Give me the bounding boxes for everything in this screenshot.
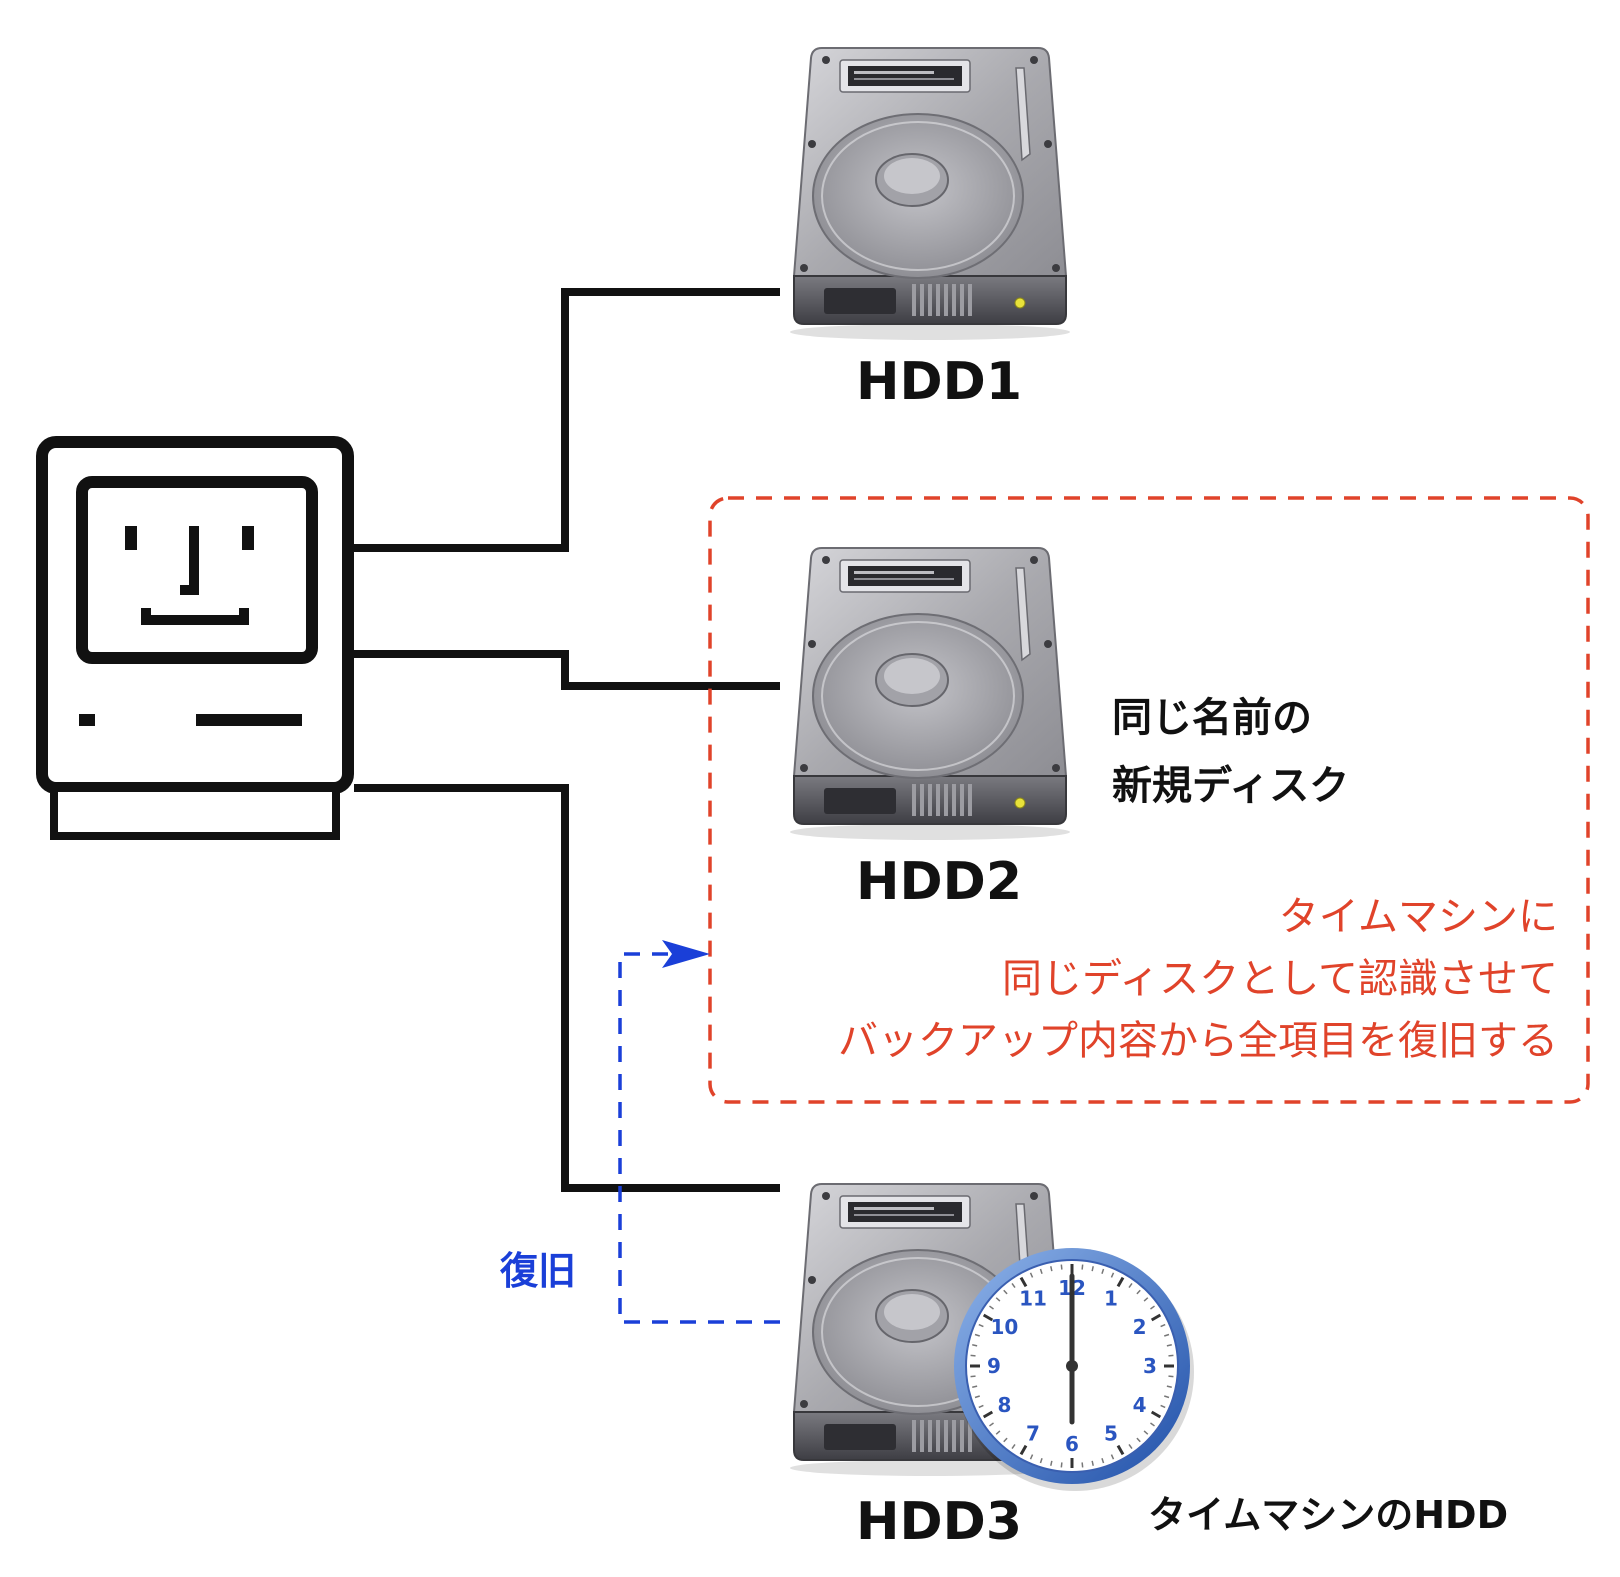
connector-lines bbox=[354, 288, 780, 1192]
highlight-note-line: バックアップ内容から全項目を復旧する bbox=[838, 1018, 1558, 1064]
clock-tick bbox=[1116, 1276, 1125, 1288]
clock-tick bbox=[1166, 1344, 1172, 1347]
clock-number: 2 bbox=[1133, 1315, 1147, 1339]
clock-tick bbox=[1019, 1444, 1028, 1456]
connector-hdd2 bbox=[354, 650, 780, 690]
highlight-note-line: タイムマシンに bbox=[1278, 894, 1558, 940]
hdd2-note-line: 新規ディスク bbox=[1112, 763, 1350, 809]
connector-hdd1 bbox=[354, 288, 780, 552]
hdd1-icon bbox=[789, 47, 1071, 341]
clock-tick bbox=[1101, 1268, 1105, 1274]
clock-tick bbox=[1116, 1444, 1125, 1456]
hdd2-label: HDD2 bbox=[856, 852, 1023, 912]
clock-tick bbox=[1011, 1283, 1016, 1288]
clock-number: 7 bbox=[1026, 1422, 1040, 1446]
clock-tick bbox=[1143, 1430, 1149, 1435]
clock-tick bbox=[972, 1385, 978, 1388]
clock-tick bbox=[1091, 1460, 1094, 1466]
clock-tick bbox=[1050, 1266, 1053, 1272]
clock-tick bbox=[974, 1395, 980, 1399]
hdd2-note: 同じ名前の 新規ディスク bbox=[1112, 684, 1349, 820]
connector-hdd3 bbox=[354, 784, 780, 1192]
clock-tick bbox=[1060, 1264, 1063, 1270]
clock-number: 9 bbox=[987, 1354, 1001, 1378]
clock-tick bbox=[989, 1305, 994, 1310]
clock-number: 10 bbox=[991, 1315, 1019, 1339]
clock-tick bbox=[1081, 1264, 1084, 1270]
clock-tick bbox=[1164, 1395, 1170, 1399]
clock-tick bbox=[995, 1430, 1001, 1435]
clock-tick bbox=[978, 1404, 984, 1409]
clock-tick bbox=[1091, 1266, 1094, 1272]
clock-tick bbox=[1039, 1458, 1043, 1464]
clock-tick bbox=[978, 1323, 984, 1328]
clock-number: 6 bbox=[1065, 1432, 1079, 1456]
time-machine-clock-icon: 121234567891011 bbox=[954, 1248, 1194, 1491]
clock-tick bbox=[1101, 1458, 1105, 1464]
clock-tick bbox=[982, 1313, 994, 1322]
clock-number: 1 bbox=[1104, 1286, 1118, 1310]
clock-tick bbox=[1136, 1289, 1141, 1295]
clock-tick bbox=[1166, 1385, 1172, 1388]
time-machine-label: タイムマシンのHDD bbox=[1148, 1493, 1509, 1537]
clock-tick bbox=[970, 1354, 976, 1357]
clock-number: 3 bbox=[1143, 1354, 1157, 1378]
computer-icon bbox=[36, 436, 354, 840]
clock-tick bbox=[1128, 1444, 1133, 1449]
clock-tick bbox=[1081, 1462, 1084, 1468]
clock-tick bbox=[1150, 1422, 1155, 1427]
clock-tick bbox=[1136, 1437, 1141, 1443]
clock-tick bbox=[1003, 1437, 1008, 1443]
clock-number: 11 bbox=[1019, 1286, 1047, 1310]
clock-tick bbox=[1164, 1333, 1170, 1337]
clock-number: 8 bbox=[997, 1393, 1011, 1417]
clock-tick bbox=[982, 1410, 994, 1419]
highlight-note-line: 同じディスクとして認識させて bbox=[1002, 956, 1558, 1002]
clock-tick bbox=[989, 1422, 994, 1427]
clock-tick bbox=[1128, 1283, 1133, 1288]
highlight-box bbox=[708, 496, 1590, 1104]
clock-tick bbox=[1060, 1462, 1063, 1468]
clock-tick bbox=[1003, 1289, 1008, 1295]
hdd1-label: HDD1 bbox=[856, 352, 1023, 412]
hdd3-label: HDD3 bbox=[856, 1492, 1023, 1552]
clock-number: 5 bbox=[1104, 1422, 1118, 1446]
clock-tick bbox=[1019, 1276, 1028, 1288]
clock-tick bbox=[1160, 1323, 1166, 1328]
clock-tick bbox=[972, 1344, 978, 1347]
restore-label: 復旧 bbox=[500, 1249, 577, 1293]
clock-tick bbox=[1160, 1404, 1166, 1409]
clock-tick bbox=[1110, 1272, 1115, 1278]
hdd2-icon bbox=[789, 547, 1071, 841]
clock-tick bbox=[995, 1297, 1001, 1302]
highlight-note: タイムマシンに 同じディスクとして認識させて バックアップ内容から全項目を復旧す… bbox=[838, 886, 1558, 1072]
clock-tick bbox=[1039, 1268, 1043, 1274]
clock-number: 4 bbox=[1133, 1393, 1147, 1417]
clock-tick bbox=[1150, 1313, 1162, 1322]
clock-tick bbox=[1168, 1354, 1174, 1357]
clock-tick bbox=[1150, 1410, 1162, 1419]
clock-tick bbox=[1168, 1375, 1174, 1378]
clock-tick bbox=[1029, 1454, 1034, 1460]
clock-tick bbox=[974, 1333, 980, 1337]
hdd2-note-line: 同じ名前の bbox=[1112, 695, 1312, 741]
clock-tick bbox=[1110, 1454, 1115, 1460]
clock-tick bbox=[1011, 1444, 1016, 1449]
clock-tick bbox=[1029, 1272, 1034, 1278]
clock-tick bbox=[1050, 1460, 1053, 1466]
restore-arrow bbox=[618, 940, 780, 1324]
clock-tick bbox=[1143, 1297, 1149, 1302]
clock-tick bbox=[970, 1375, 976, 1378]
clock-tick bbox=[1150, 1305, 1155, 1310]
